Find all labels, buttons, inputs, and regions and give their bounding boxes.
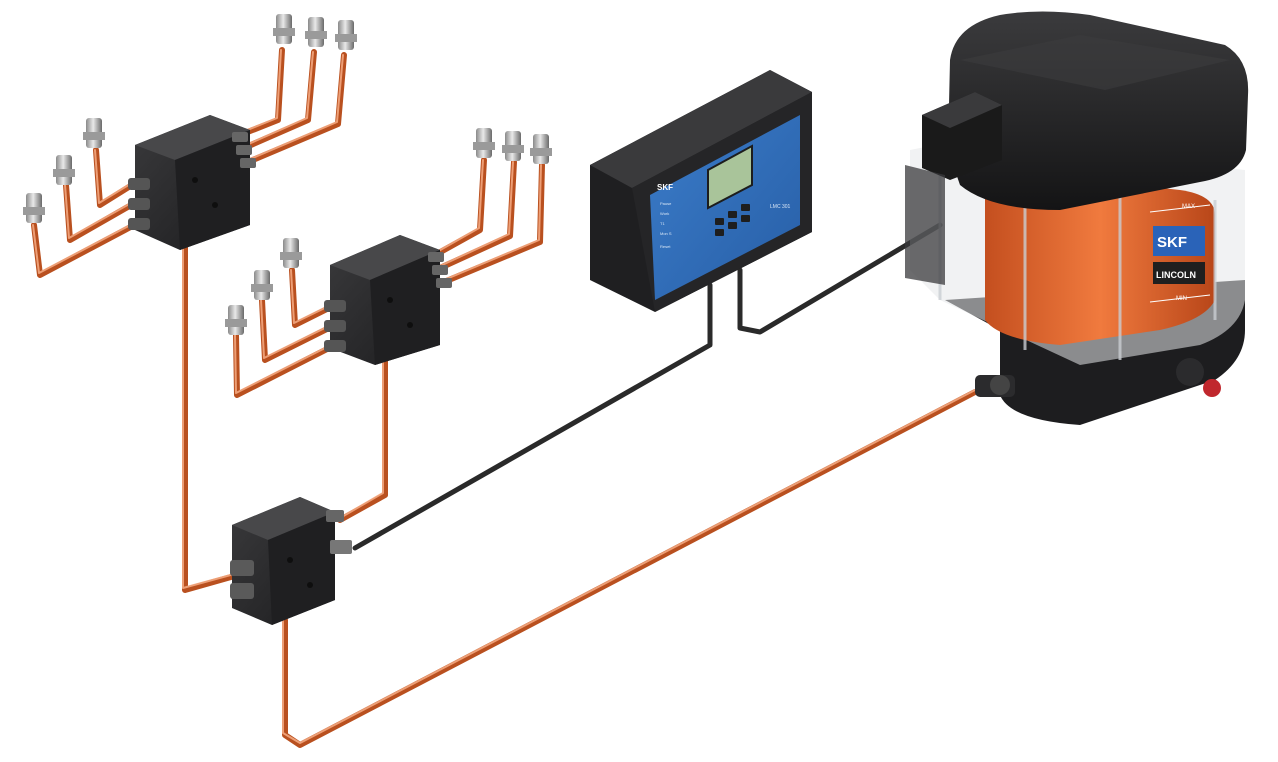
pump-reservoir bbox=[985, 175, 1215, 345]
controller-face bbox=[650, 115, 800, 300]
controller-label: T1 bbox=[660, 221, 665, 226]
distributor-block-lower bbox=[230, 497, 352, 625]
controller-label: Mon S bbox=[660, 231, 672, 236]
grease-fitting bbox=[53, 155, 75, 185]
grease-pump: SKF LINCOLN MAX MIN bbox=[905, 11, 1249, 425]
controller-label: Work bbox=[660, 211, 669, 216]
pump-brand: SKF bbox=[1157, 234, 1187, 251]
pump-max-label: MAX bbox=[1182, 204, 1195, 210]
grease-fitting bbox=[280, 238, 302, 268]
signal-cables bbox=[352, 222, 943, 551]
grease-fitting bbox=[83, 118, 105, 148]
grease-fitting bbox=[251, 270, 273, 300]
tube-lines bbox=[31, 47, 978, 748]
controller-unit: SKF LMC 301 Pause Work T1 Mon S Reset bbox=[590, 70, 812, 312]
grease-fittings bbox=[23, 14, 552, 335]
grease-fitting bbox=[473, 128, 495, 158]
grease-fitting bbox=[305, 17, 327, 47]
pump-sub-brand: LINCOLN bbox=[1156, 270, 1196, 280]
grease-fitting bbox=[23, 193, 45, 223]
distributor-block-middle bbox=[324, 235, 452, 365]
pump-min-label: MIN bbox=[1176, 296, 1187, 302]
grease-fitting bbox=[335, 20, 357, 50]
pump-skf-label bbox=[1153, 226, 1205, 256]
grease-fitting bbox=[502, 131, 524, 161]
grease-fitting bbox=[225, 305, 247, 335]
distributor-block-upper bbox=[128, 115, 256, 250]
grease-fitting bbox=[530, 134, 552, 164]
filler-cap-icon bbox=[1203, 379, 1221, 397]
controller-label: Pause bbox=[660, 201, 672, 206]
controller-label: Reset bbox=[660, 244, 671, 249]
controller-model: LMC 301 bbox=[770, 204, 791, 210]
controller-display bbox=[707, 144, 753, 210]
controller-brand: SKF bbox=[657, 183, 673, 192]
grease-fitting bbox=[273, 14, 295, 44]
